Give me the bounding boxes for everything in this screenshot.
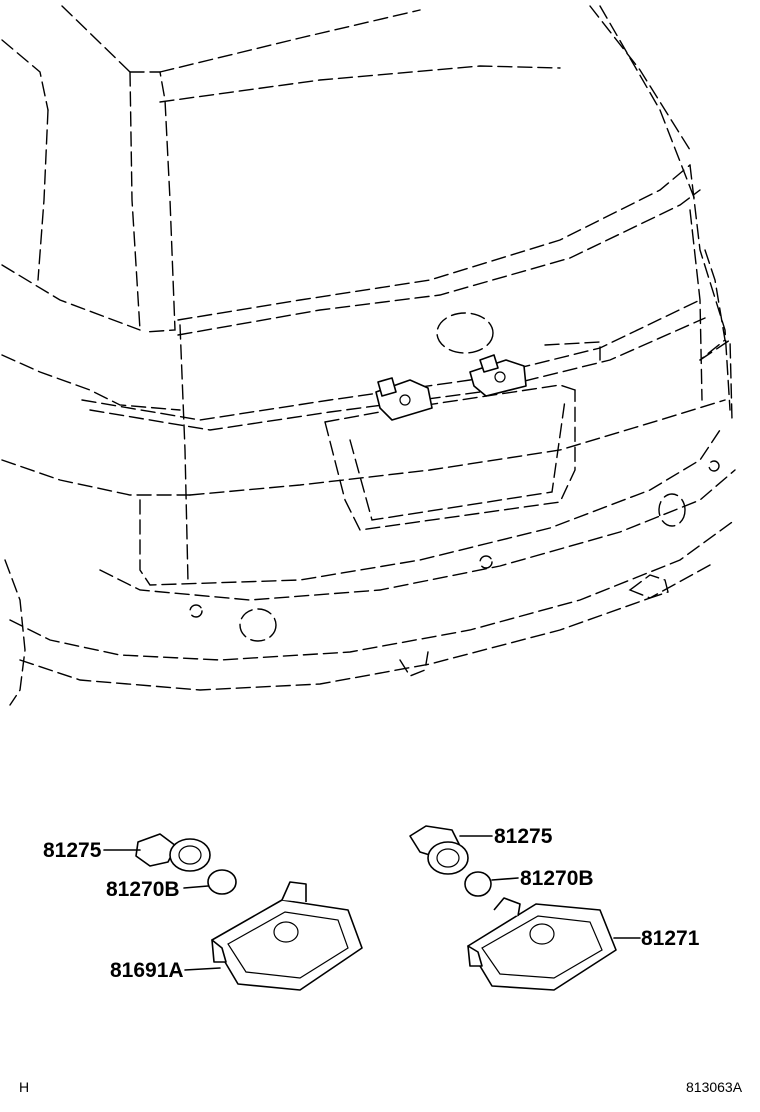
callout-left-socket: 81275 [43, 839, 102, 862]
mounted-license-lamp-left [375, 377, 433, 421]
callout-right-bulb: 81270B [520, 867, 594, 890]
left-lamp-assembly [103, 833, 363, 991]
corner-mark: H [19, 1079, 29, 1095]
right-lamp-assembly [409, 825, 641, 991]
vehicle-rear-outline [1, 5, 736, 706]
callout-right-lamp: 81271 [641, 927, 700, 950]
callout-left-bulb: 81270B [106, 878, 180, 901]
left-socket-shape [135, 833, 177, 867]
callout-right-socket: 81275 [494, 825, 553, 848]
figure-number: 813063A [686, 1079, 743, 1095]
callout-left-lamp: 81691A [110, 959, 184, 982]
mounted-license-lamp-right [469, 354, 527, 397]
